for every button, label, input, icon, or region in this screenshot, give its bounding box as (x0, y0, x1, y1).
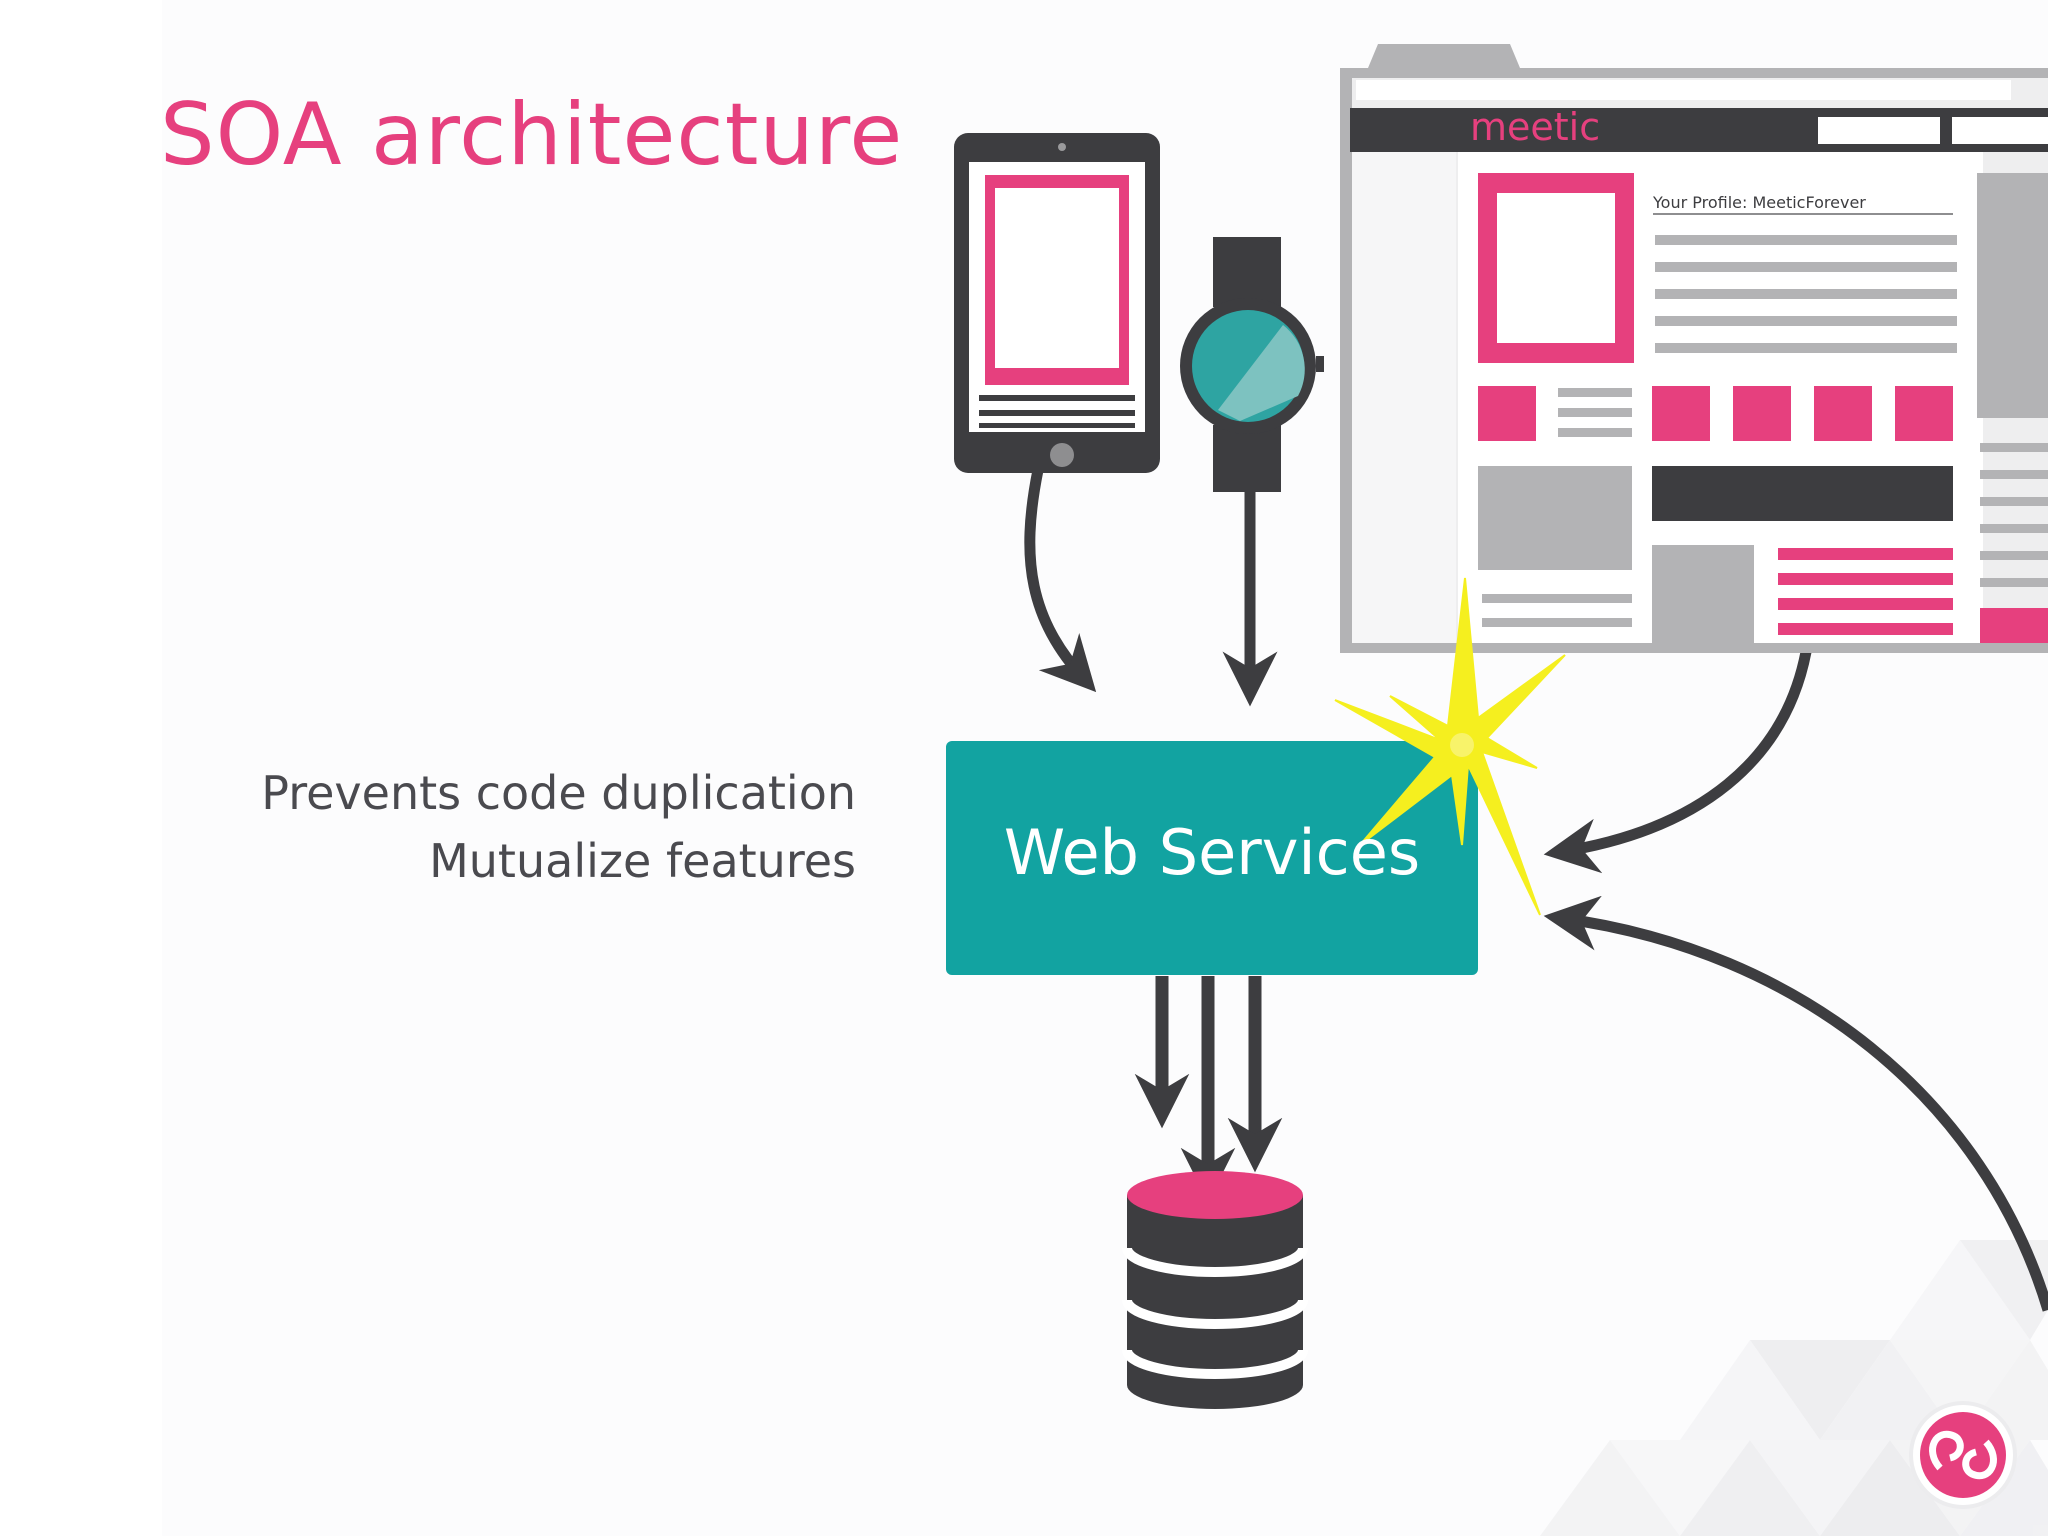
meetic-badge-icon (1909, 1401, 2017, 1509)
database-icon (1122, 1171, 1308, 1409)
spark-icon (1334, 577, 1566, 916)
smartwatch-icon (1180, 237, 1324, 492)
slide-margin (0, 0, 162, 1536)
tablet-icon (954, 133, 1160, 473)
arrow-tablet-to-services (1024, 468, 1097, 693)
slide-title: SOA architecture (160, 85, 904, 185)
browser-window-icon: meetic Your Profile: MeeticForever (1340, 44, 2048, 653)
bullet-prevents-duplication: Prevents code duplication (261, 766, 856, 820)
profile-label: Your Profile: MeeticForever (1652, 193, 1866, 212)
arrow-browser-to-services (1543, 650, 1812, 874)
web-services-label: Web Services (1003, 816, 1421, 889)
meetic-logo-text: meetic (1470, 105, 1600, 149)
bullet-mutualize-features: Mutualize features (429, 834, 856, 888)
spark-core (1450, 733, 1474, 757)
arrow-external-to-services (1543, 895, 2048, 1312)
web-services-box (946, 741, 1478, 975)
